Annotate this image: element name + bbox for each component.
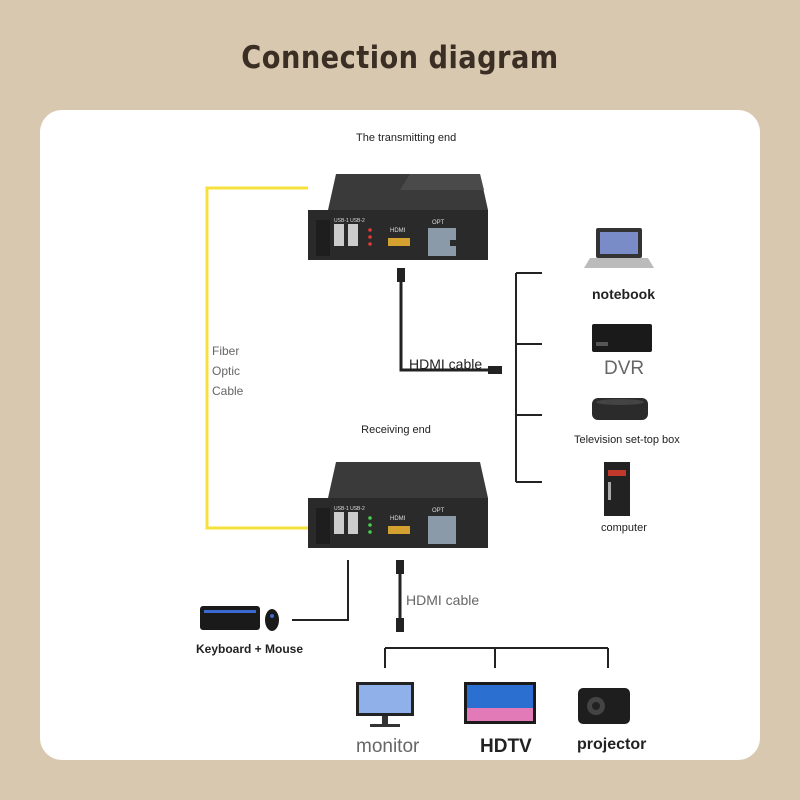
set-top-box-label: Television set-top box bbox=[574, 434, 680, 446]
fiber-label-line-2: Optic bbox=[212, 364, 241, 378]
set-top-box-icon bbox=[592, 398, 648, 420]
usb-label: USB-1 USB-2 bbox=[334, 506, 365, 512]
keyboard-mouse-icon bbox=[200, 606, 279, 631]
monitor-label: monitor bbox=[356, 736, 420, 757]
hdmi-port bbox=[388, 526, 410, 534]
receiver-label: Receiving end bbox=[361, 424, 431, 436]
hdtv-icon bbox=[464, 682, 536, 724]
usb-port-1 bbox=[334, 512, 344, 534]
connection-diagram bbox=[200, 174, 654, 727]
monitor-icon bbox=[356, 682, 414, 727]
projector-icon bbox=[578, 688, 630, 724]
hdmi-cable-label-top: HDMI cable bbox=[409, 356, 483, 372]
notebook-icon bbox=[584, 228, 654, 268]
diagram-card: The transmitting end USB-1 USB-2 HDMI OP… bbox=[40, 110, 760, 760]
usb-line bbox=[292, 560, 349, 621]
usb-port-2 bbox=[348, 512, 358, 534]
dvr-icon bbox=[592, 324, 652, 352]
hdtv-label: HDTV bbox=[480, 736, 532, 757]
usb-port-1 bbox=[334, 224, 344, 246]
page-title: Connection diagram bbox=[241, 40, 559, 76]
hdmi-port bbox=[388, 238, 410, 246]
opt-port bbox=[428, 516, 456, 544]
sources-bracket bbox=[515, 272, 542, 483]
opt-port-label: OPT bbox=[432, 220, 445, 226]
led bbox=[368, 242, 372, 246]
projector-label: projector bbox=[577, 736, 647, 753]
led bbox=[368, 530, 372, 534]
notebook-label: notebook bbox=[592, 286, 655, 302]
fiber-label-line-3: Cable bbox=[212, 384, 244, 398]
displays-bracket bbox=[384, 647, 609, 668]
led bbox=[368, 523, 372, 527]
led bbox=[368, 228, 372, 232]
hdmi-port-label: HDMI bbox=[390, 516, 406, 522]
usb-port-2 bbox=[348, 224, 358, 246]
fiber-label-line-1: Fiber bbox=[212, 344, 240, 358]
computer-icon bbox=[604, 462, 630, 516]
computer-label: computer bbox=[601, 522, 647, 534]
transmitter-device bbox=[308, 174, 488, 260]
hdmi-cable-label-bottom: HDMI cable bbox=[406, 592, 480, 608]
led bbox=[368, 235, 372, 239]
hdmi-cable-top bbox=[399, 270, 490, 372]
fiber-optic-cable bbox=[205, 186, 308, 530]
transmitter-label: The transmitting end bbox=[356, 132, 457, 144]
receiver-device bbox=[308, 462, 488, 548]
dvr-label: DVR bbox=[604, 358, 645, 379]
keyboard-mouse-label: Keyboard + Mouse bbox=[196, 642, 304, 656]
usb-label: USB-1 USB-2 bbox=[334, 218, 365, 224]
led bbox=[368, 516, 372, 520]
opt-port-label: OPT bbox=[432, 508, 445, 514]
hdmi-port-label: HDMI bbox=[390, 228, 406, 234]
